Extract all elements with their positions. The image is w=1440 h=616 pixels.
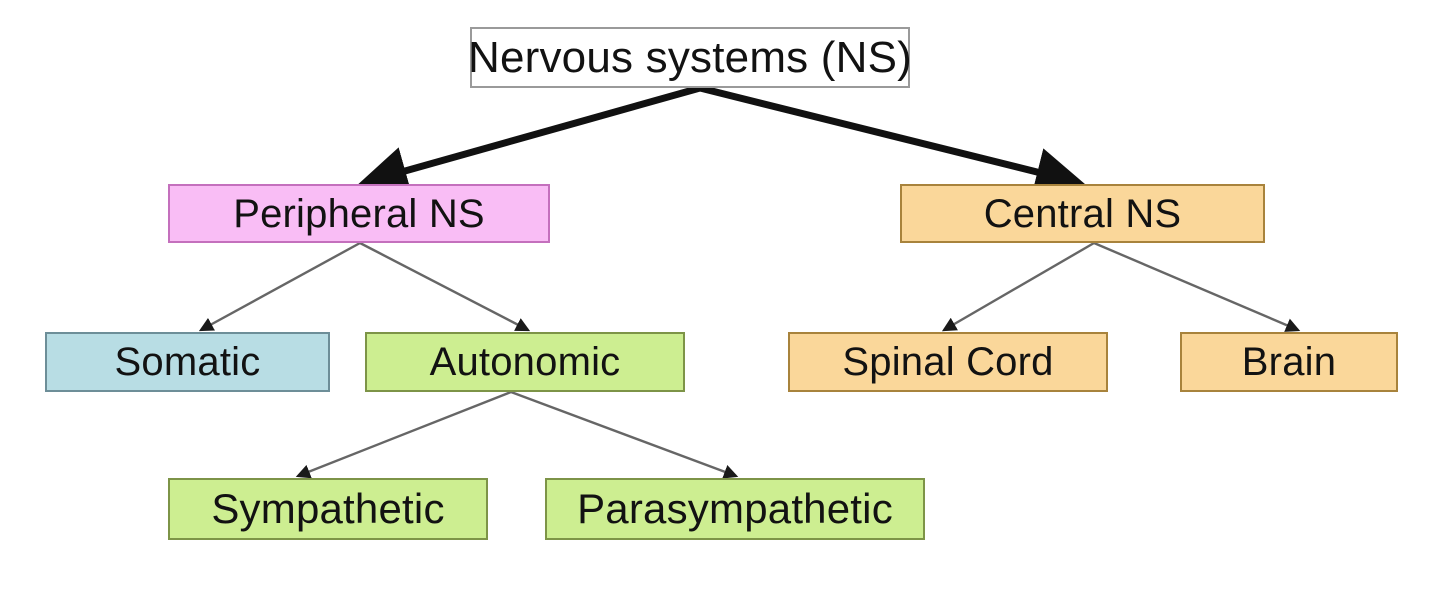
- node-brain[interactable]: Brain: [1180, 332, 1398, 392]
- node-label-nervous-systems: Nervous systems (NS): [467, 32, 913, 82]
- node-label-central-ns: Central NS: [983, 191, 1182, 236]
- edge-autonomic-to-sympathetic: [295, 390, 512, 479]
- node-label-autonomic: Autonomic: [429, 340, 621, 384]
- node-spinal-cord[interactable]: Spinal Cord: [788, 332, 1108, 392]
- node-label-sympathetic: Sympathetic: [211, 485, 445, 532]
- node-parasympathetic[interactable]: Parasympathetic: [545, 478, 925, 540]
- node-autonomic[interactable]: Autonomic: [365, 332, 685, 392]
- node-central-ns[interactable]: Central NS: [900, 184, 1265, 243]
- node-label-somatic: Somatic: [114, 340, 261, 384]
- edge-autonomic-to-parasympathetic: [510, 390, 739, 479]
- edge-peripheral-to-autonomic: [359, 241, 531, 332]
- node-label-spinal-cord: Spinal Cord: [842, 340, 1054, 384]
- node-label-peripheral-ns: Peripheral NS: [233, 191, 485, 236]
- edge-root-to-central: [699, 84, 1085, 196]
- node-somatic[interactable]: Somatic: [45, 332, 330, 392]
- node-nervous-systems[interactable]: Nervous systems (NS): [467, 27, 913, 88]
- edge-peripheral-to-somatic: [198, 241, 361, 332]
- node-label-brain: Brain: [1241, 340, 1337, 384]
- node-peripheral-ns[interactable]: Peripheral NS: [168, 184, 550, 243]
- edge-central-to-spinal-cord: [941, 241, 1095, 332]
- node-label-parasympathetic: Parasympathetic: [577, 485, 893, 532]
- edge-root-to-peripheral: [358, 84, 701, 195]
- node-sympathetic[interactable]: Sympathetic: [168, 478, 488, 540]
- edge-central-to-brain: [1093, 241, 1301, 332]
